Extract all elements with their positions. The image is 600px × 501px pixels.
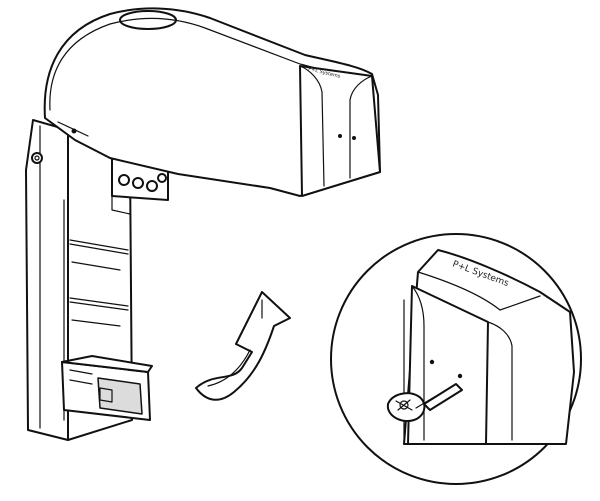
wall-key-icon	[386, 383, 463, 422]
magnified-detail-icon: P+L Systems	[330, 233, 582, 485]
installation-arrow-icon	[195, 291, 291, 401]
bottom-tray	[61, 355, 153, 421]
dispenser-cover: P+L Systems	[43, 7, 381, 197]
dispenser-unit-icon: P+L Systems	[25, 7, 381, 441]
